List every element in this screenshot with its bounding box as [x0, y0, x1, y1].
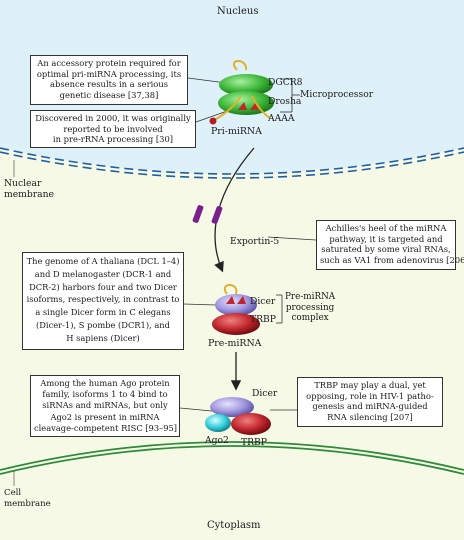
dicer-callout-line6: (Dicer-1), S pombe (DCR1), and	[36, 319, 170, 330]
exportin-callout-line2: pathway, it is targeted and	[329, 233, 443, 244]
dgcr8-callout: An accessory protein required for optima…	[30, 55, 188, 105]
drosha-callout-line1: Discovered in 2000, it was originally	[35, 113, 191, 123]
ago-callout-line1: Among the human Ago protein	[40, 378, 170, 388]
cytoplasm-label: Cytoplasm	[207, 520, 261, 531]
pre-mirna-complex-line1: Pre-miRNA	[285, 292, 336, 302]
dicer-callout-line7: H sapiens (Dicer)	[66, 332, 140, 343]
nuclear-membrane-label: Nuclear membrane	[4, 178, 54, 200]
trbp-protein	[212, 313, 260, 335]
cell-membrane-inner	[0, 445, 464, 475]
connector-exportin	[267, 236, 317, 241]
polya-label: AAAA	[268, 113, 295, 124]
risc-dicer-protein	[210, 397, 254, 417]
dicer-callout-line1: The genome of A thaliana (DCL 1–4)	[26, 256, 180, 266]
trbp-callout-line1: TRBP may play a dual, yet	[314, 380, 426, 390]
trbp-label: TRBP	[250, 314, 276, 325]
nuclear-membrane-label-line2: membrane	[4, 189, 54, 200]
exportin-callout-line1: Achilles's heel of the miRNA	[325, 223, 447, 233]
dicer-protein	[215, 294, 257, 316]
ago-callout-line2: family, isoforms 1 to 4 bind to	[42, 389, 168, 400]
nuclear-membrane-outer	[0, 147, 464, 175]
pri-mirna-label: Pri-miRNA	[211, 126, 262, 137]
risc-trbp-protein	[231, 413, 271, 435]
pri-mirna-strand-5	[213, 95, 242, 121]
pre-mirna-complex-line2: processing	[285, 302, 335, 313]
cap-structure	[209, 117, 217, 125]
ago2-label: Ago2	[205, 435, 229, 446]
ago-callout-line4: Ago2 is present in miRNA	[50, 411, 160, 422]
ago2-protein	[205, 414, 231, 432]
pri-mirna-strand-3	[251, 95, 271, 119]
microprocessor-label: Microprocessor	[300, 89, 374, 100]
drosha-callout: Discovered in 2000, it was originally re…	[30, 110, 196, 148]
dgcr8-callout-line4: genetic disease [37,38]	[59, 89, 159, 100]
pre-mirna-complex-line3: complex	[291, 313, 329, 323]
ago-callout-line5: cleavage-competent RISC [93–95]	[34, 422, 178, 433]
pre-mirna-complex-label: Pre-miRNA processing complex	[285, 292, 335, 324]
dicer-cut-right	[237, 296, 246, 304]
cell-membrane-label: Cell membrane	[4, 488, 51, 510]
dicer-cut-left	[226, 296, 235, 304]
connector-dicer	[183, 303, 217, 306]
dgcr8-label: DGCR8	[268, 77, 303, 88]
cell-membrane-label-line1: Cell	[4, 488, 22, 498]
trbp-callout-line3: genesis and miRNA-guided	[312, 401, 428, 412]
dicer-callout-line2: and D melanogaster (DCR-1 and	[34, 268, 172, 279]
dicer-callout-line5: a single Dicer form in C elegans	[35, 307, 171, 318]
ago-callout-line3: siRNAs and miRNAs, but only	[42, 400, 168, 411]
drosha-callout-line3: in pre-rRNA processing [30]	[52, 134, 174, 145]
exportin-callout-line3: saturated by some viral RNAs,	[321, 244, 451, 255]
trbp-callout: TRBP may play a dual, yet opposing, role…	[297, 377, 443, 427]
drosha-callout-line2: reported to be involved	[63, 123, 163, 134]
nuclear-pore-left	[192, 205, 204, 223]
dgcr8-protein	[219, 74, 273, 96]
dicer-callout-line3: DCR-2) harbors four and two Dicer	[29, 281, 177, 292]
risc-dicer-label: Dicer	[252, 388, 278, 399]
dgcr8-callout-line3: absence results in a serious	[49, 79, 169, 90]
pri-mirna-loop	[233, 60, 248, 71]
trbp-callout-line4: RNA silencing [207]	[327, 411, 413, 422]
dgcr8-callout-line2: optimal pri-miRNA processing, its	[36, 68, 182, 79]
nucleus-label: Nucleus	[217, 6, 259, 17]
nuclear-pore-right	[211, 206, 223, 224]
exportin-callout-line4: such as VA1 from adenovirus [206]	[320, 254, 464, 265]
cell-membrane-label-line2: membrane	[4, 499, 51, 509]
exportin-callout: Achilles's heel of the miRNA pathway, it…	[316, 220, 464, 270]
connector-drosha	[195, 109, 231, 123]
ago-callout: Among the human Ago protein family, isof…	[30, 375, 180, 437]
cell-membrane-outer	[0, 441, 464, 471]
risc-trbp-label: TRBP	[241, 437, 267, 448]
dicer-callout-line4: isoforms, respectively, in contrast to	[26, 294, 180, 305]
nuclear-membrane-inner	[0, 151, 464, 179]
drosha-label: Drosha	[268, 96, 302, 107]
nuclear-membrane-label-line1: Nuclear	[4, 178, 42, 189]
trbp-callout-line2: opposing, role in HIV-1 patho-	[306, 390, 434, 401]
drosha-cut-left	[238, 102, 247, 110]
dicer-label: Dicer	[250, 296, 276, 307]
dicer-callout: The genome of A thaliana (DCL 1–4) and D…	[22, 252, 184, 350]
pre-mirna-loop	[223, 284, 238, 295]
pre-mirna-label: Pre-miRNA	[208, 338, 262, 349]
dgcr8-callout-line1: An accessory protein required for	[37, 58, 181, 68]
exportin-label: Exportin-5	[230, 236, 280, 247]
